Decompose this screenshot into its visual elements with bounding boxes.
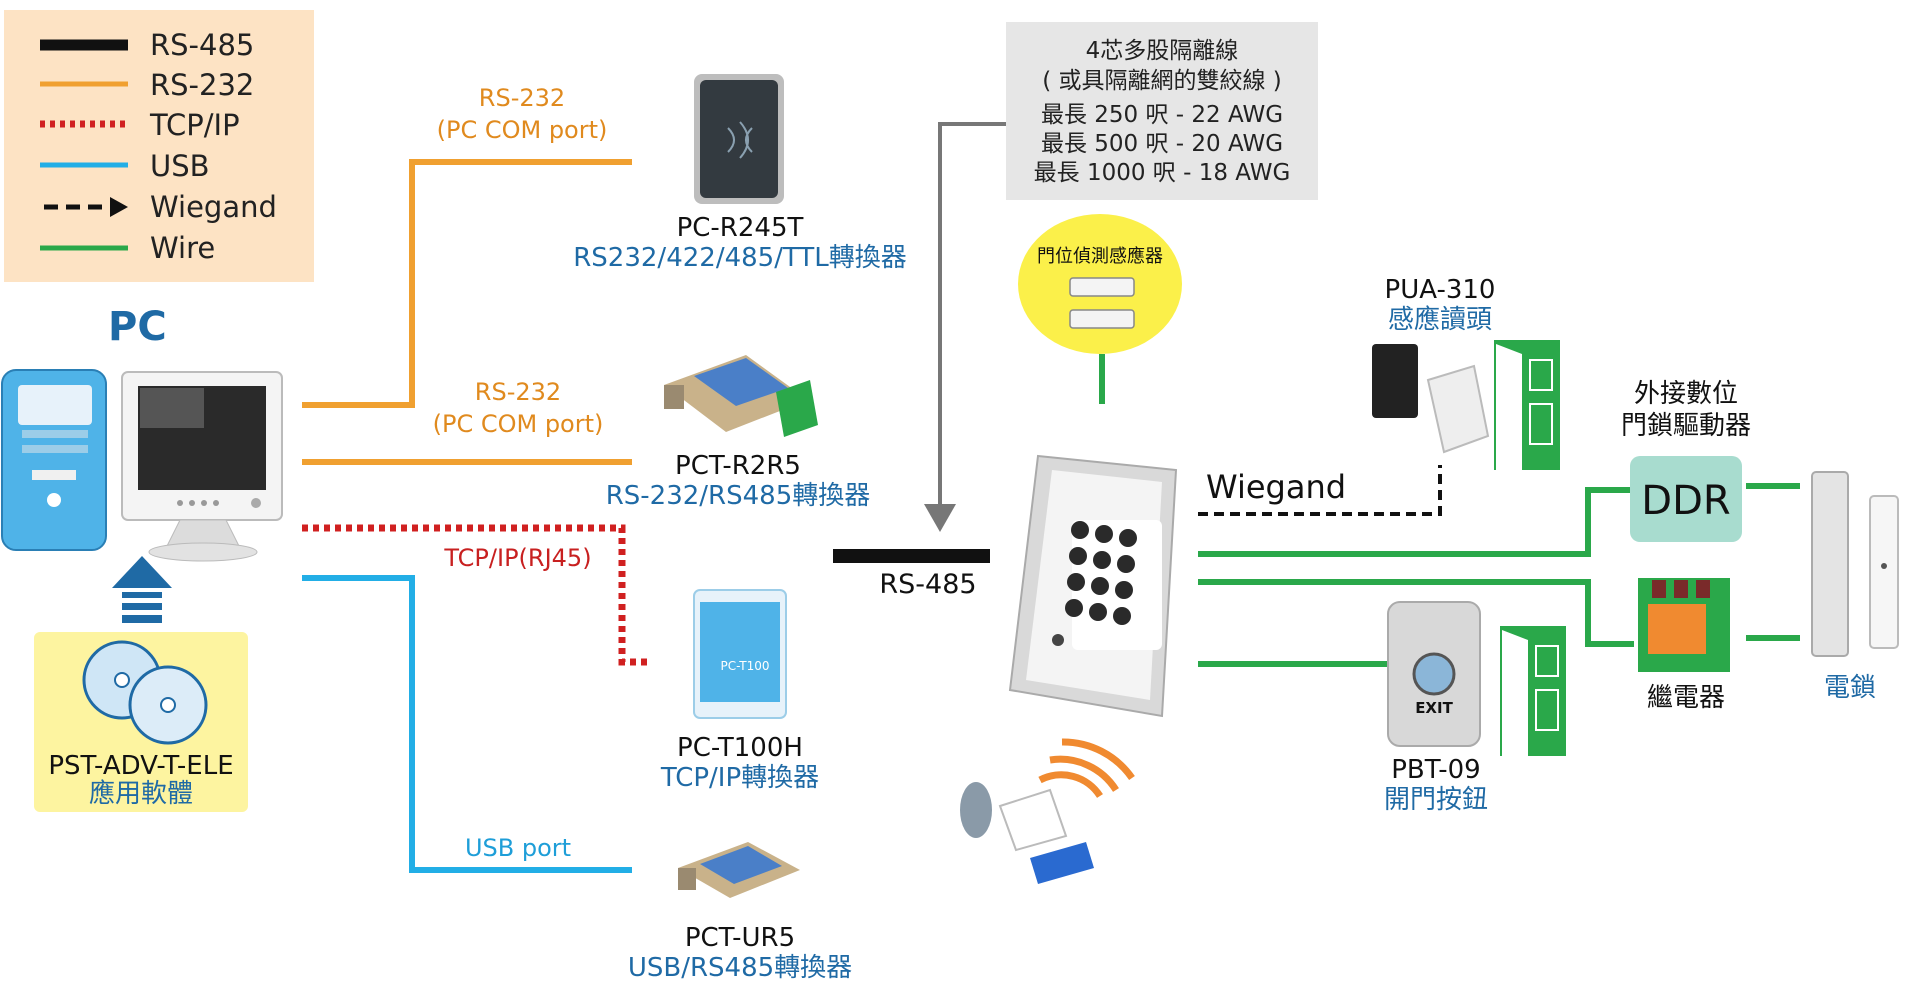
wire-to-relay [1198, 579, 1634, 647]
cable-note-pointer [938, 122, 1006, 508]
pc-r245t-name: PC-R245T [677, 213, 804, 243]
door-sensor: 門位偵測感應器 [1018, 214, 1182, 404]
legend-item-usb: USB [40, 149, 210, 183]
legend-label-usb: USB [150, 149, 210, 183]
pbt-09-desc: 開門按鈕 [1384, 785, 1488, 815]
cd-disc-icon [82, 640, 208, 745]
pc-monitor-icon [121, 371, 283, 562]
ddr-label: DDR [1641, 478, 1730, 524]
software-box: PST-ADV-T-ELE 應用軟體 [34, 632, 248, 812]
pbt-09-name: PBT-09 [1391, 755, 1480, 785]
cable-note-line1: 4芯多股隔離線 [1086, 38, 1239, 64]
rfid-cards-icon [960, 738, 1135, 884]
rs232-label-2: RS-232 [475, 378, 561, 406]
legend-item-rs232: RS-232 [40, 68, 254, 102]
rs232-label-1: RS-232 [479, 84, 565, 112]
usb-label: USB port [465, 834, 571, 862]
pct-r2r5-desc: RS-232/RS485轉換器 [606, 481, 871, 511]
cable-note-line2: ( 或具隔離網的雙絞線 ) [1042, 68, 1282, 94]
ddr-title-line2: 門鎖驅動器 [1621, 411, 1751, 441]
legend: RS-485 RS-232 TCP/IP USB Wiegand Wire [4, 10, 314, 282]
rs232-line-1 [302, 159, 632, 408]
up-arrow-icon [112, 556, 172, 623]
pc-r245t-desc: RS232/422/485/TTL轉換器 [573, 243, 907, 273]
usb-line [302, 575, 632, 873]
pct-ur5-device-icon [678, 842, 800, 898]
wire-to-ddr [1198, 487, 1630, 557]
legend-label-tcpip: TCP/IP [149, 108, 240, 142]
pc-t100h-name: PC-T100H [677, 733, 803, 763]
door-sensor-icon [1069, 277, 1135, 329]
legend-item-rs485: RS-485 [40, 28, 254, 62]
cable-note-line4: 最長 500 呎 - 20 AWG [1041, 131, 1283, 157]
pc-t100h-device-label: PC-T100 [720, 659, 769, 673]
legend-label-rs485: RS-485 [150, 28, 254, 62]
lock-desc: 電鎖 [1824, 673, 1876, 703]
pc-tower-icon [1, 369, 107, 551]
tcpip-line [302, 524, 648, 666]
wiegand-line [1198, 465, 1442, 516]
rs485-label: RS-485 [879, 569, 976, 600]
pua-310-desc: 感應讀頭 [1388, 305, 1492, 335]
tcpip-label: TCP/IP(RJ45) [443, 544, 591, 572]
legend-item-tcpip: TCP/IP [40, 108, 240, 142]
electric-lock-icon [1811, 471, 1899, 657]
connection-lines [302, 159, 990, 873]
cable-note: 4芯多股隔離線 ( 或具隔離網的雙絞線 ) 最長 250 呎 - 22 AWG … [1006, 22, 1318, 200]
ddr-box: DDR [1630, 456, 1742, 542]
relay-desc: 繼電器 [1647, 683, 1725, 713]
card-reader-icon [1372, 344, 1490, 454]
pua-310-name: PUA-310 [1385, 275, 1496, 305]
legend-item-wiegand: Wiegand [44, 190, 277, 224]
arrow-down-icon [924, 504, 956, 532]
rs232-sublabel-2: (PC COM port) [433, 410, 604, 438]
cable-note-line3: 最長 250 呎 - 22 AWG [1041, 102, 1283, 128]
ddr-background [1630, 456, 1742, 542]
legend-background [4, 10, 314, 282]
ddr-title-line1: 外接數位 [1634, 379, 1738, 409]
pc-t100h-device-icon: PC-T100 [693, 589, 787, 719]
legend-label-rs232: RS-232 [150, 68, 254, 102]
arrow-head-icon [110, 197, 128, 217]
door-icon-exit [1500, 626, 1566, 756]
pct-ur5-desc: USB/RS485轉換器 [628, 953, 852, 983]
software-name: PST-ADV-T-ELE [48, 751, 233, 781]
pct-r2r5-device-icon [664, 355, 818, 437]
pc-r245t-device-icon [694, 74, 784, 204]
pc-t100h-desc: TCP/IP轉換器 [660, 763, 819, 793]
legend-label-wiegand: Wiegand [150, 190, 277, 224]
pct-ur5-name: PCT-UR5 [685, 923, 795, 953]
wire-lines [1198, 483, 1800, 667]
relay-board-icon [1638, 578, 1730, 672]
rs232-sublabel-1: (PC COM port) [437, 116, 608, 144]
wiegand-label: Wiegand [1206, 468, 1346, 506]
controller-keypad-icon [1008, 454, 1178, 718]
exit-button-icon: EXIT [1387, 601, 1481, 747]
legend-item-wire: Wire [40, 231, 215, 265]
cable-note-line5: 最長 1000 呎 - 18 AWG [1034, 160, 1291, 186]
pc-title: PC [108, 304, 167, 350]
pct-r2r5-name: PCT-R2R5 [675, 451, 801, 481]
door-icon [1494, 340, 1560, 470]
wiegand-link: Wiegand [1198, 465, 1442, 516]
exit-button-label: EXIT [1415, 699, 1453, 717]
door-sensor-label: 門位偵測感應器 [1037, 245, 1163, 267]
legend-label-wire: Wire [150, 231, 215, 265]
cable-note-background [1006, 22, 1318, 200]
software-desc: 應用軟體 [89, 779, 193, 809]
